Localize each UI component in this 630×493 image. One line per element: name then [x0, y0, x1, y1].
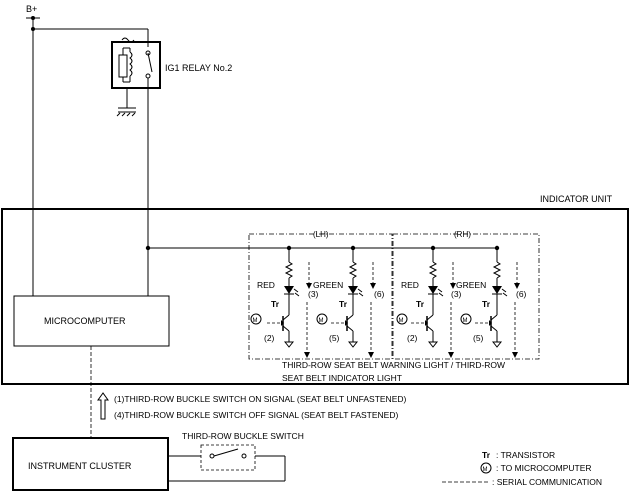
group-rh-label: (RH)	[454, 230, 471, 239]
power-label: B+	[26, 4, 37, 14]
base-marker: M	[399, 318, 404, 324]
base-marker: M	[253, 318, 258, 324]
base-number: (5)	[473, 333, 484, 343]
led-number: (6)	[374, 289, 385, 299]
serial-link: (1)THIRD-ROW BUCKLE SWITCH ON SIGNAL (SE…	[90, 346, 407, 438]
color-label: RED	[257, 280, 275, 290]
legend-tr-text: : TRANSISTOR	[496, 450, 555, 460]
transistor-label: Tr	[416, 299, 425, 309]
relay-label: IG1 RELAY No.2	[165, 63, 232, 73]
legend: Tr : TRANSISTOR M : TO MICROCOMPUTER : S…	[442, 450, 602, 487]
legend-serial-text: : SERIAL COMMUNICATION	[492, 477, 602, 487]
base-number: (2)	[264, 333, 275, 343]
instrument-cluster: INSTRUMENT CLUSTER	[12, 437, 169, 491]
channel-lh-red: M RED Tr (2) (3)	[250, 248, 319, 358]
indicator-unit: INDICATOR UNIT	[1, 194, 629, 385]
led-number: (6)	[516, 289, 527, 299]
channel-rh-red: M RED Tr (2) (3)	[396, 248, 462, 358]
color-label: GREEN	[456, 280, 486, 290]
led-number: (3)	[451, 289, 462, 299]
legend-m-symbol: M	[483, 467, 488, 473]
signal-on-label: (1)THIRD-ROW BUCKLE SWITCH ON SIGNAL (SE…	[114, 394, 407, 404]
transistor-label: Tr	[271, 299, 280, 309]
channel-rh-green: M GREEN Tr (5) (6)	[456, 248, 527, 358]
light-caption-line1: THIRD-ROW SEAT BELT WARNING LIGHT / THIR…	[282, 360, 505, 370]
light-caption: THIRD-ROW SEAT BELT WARNING LIGHT / THIR…	[282, 360, 505, 383]
group-lh-label: (LH)	[313, 230, 329, 239]
color-label: RED	[401, 280, 419, 290]
led-number: (3)	[308, 289, 319, 299]
ig1-relay: IG1 RELAY No.2	[111, 29, 232, 296]
base-marker: M	[463, 318, 468, 324]
base-marker: M	[319, 318, 324, 324]
transistor-label: Tr	[339, 299, 348, 309]
instrument-cluster-label: INSTRUMENT CLUSTER	[28, 461, 132, 471]
power-supply: B+	[26, 4, 148, 296]
base-number: (2)	[407, 333, 418, 343]
supply-bus	[145, 245, 500, 251]
light-caption-line2: SEAT BELT INDICATOR LIGHT	[282, 373, 402, 383]
base-number: (5)	[329, 333, 340, 343]
color-label: GREEN	[313, 280, 343, 290]
transistor-label: Tr	[482, 299, 491, 309]
buckle-switch-label: THIRD-ROW BUCKLE SWITCH	[182, 431, 304, 441]
signal-off-label: (4)THIRD-ROW BUCKLE SWITCH OFF SIGNAL (S…	[114, 410, 398, 420]
microcomputer-label: MICROCOMPUTER	[44, 316, 126, 326]
legend-tr-symbol: Tr	[482, 450, 491, 460]
legend-m-text: : TO MICROCOMPUTER	[496, 463, 592, 473]
buckle-switch: THIRD-ROW BUCKLE SWITCH	[168, 431, 304, 482]
light-groups: (LH) (RH)	[248, 230, 540, 360]
indicator-unit-label: INDICATOR UNIT	[540, 194, 613, 204]
microcomputer: MICROCOMPUTER	[13, 295, 170, 347]
channel-lh-green: M GREEN Tr (5) (6)	[313, 248, 385, 358]
